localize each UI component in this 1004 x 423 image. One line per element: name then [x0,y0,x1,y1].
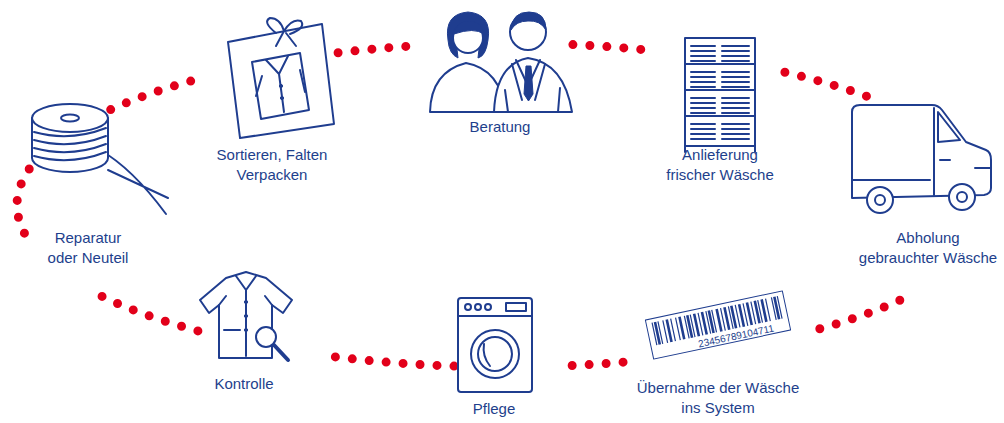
linen-cabinet-icon-part [691,46,749,61]
linen-cabinet-icon-part [685,38,755,146]
washing-machine-icon-part [471,330,519,378]
washing-machine-icon-part [458,315,532,317]
linen-cabinet-icon-part [691,124,749,139]
shirt-magnifier-icon-part [244,300,247,303]
consultation-icon-part [505,64,560,112]
dotted-connector [96,293,198,331]
step-label: Reparatur oder Neuteil [40,228,136,268]
shirt-magnifier-icon-part [244,328,247,331]
step-text: Reparatur oder Neuteil [40,228,136,268]
package-icon-part [252,53,309,119]
step-label: Sortieren, Falten Verpacken [206,145,338,185]
barcode-icon-part [645,291,790,359]
step-text: Pflege [473,399,516,419]
van-icon-part [949,184,975,210]
linen-cabinet-icon-part [691,72,749,87]
spool-icon [32,104,168,214]
package-icon [228,18,334,138]
package-icon-part [280,96,283,99]
washing-machine-icon-part [485,304,491,310]
barcode-number: 23456789104711 [697,323,775,350]
step-text: Beratung [470,117,531,137]
consultation-icon [430,12,572,112]
shirt-magnifier-icon-part [200,272,292,358]
step-label: Beratung [470,117,531,137]
van-icon-part [938,112,960,142]
step-text: Übernahme der Wäsche ins System [634,378,802,418]
shirt-magnifier-icon-part [274,345,288,360]
linen-cabinet-icon [685,38,755,152]
van-icon-part [852,105,991,198]
consultation-icon-part [454,21,484,34]
package-icon-part [279,84,282,87]
consultation-icon-part [524,66,533,101]
dotted-connector [785,72,868,96]
van-icon-part [875,195,885,205]
linen-cabinet-icon-part [691,98,749,113]
washing-machine-icon-part [465,304,471,310]
shirt-magnifier-icon-part [244,314,247,317]
shirt-magnifier-icon-part [256,327,276,347]
dotted-connector [338,45,420,52]
step-label: Kontrolle [214,374,273,394]
spool-icon-part [61,115,79,122]
linen-cabinet-icon-part [685,64,755,152]
step-label: Übernahme der Wäsche ins System [634,378,802,418]
dotted-connector [330,356,454,366]
step-text: Sortieren, Falten Verpacken [206,145,338,185]
step-label: Pflege [473,399,516,419]
van-icon-part [852,108,990,195]
dotted-connector [573,45,656,51]
dotted-connector [556,362,623,366]
dotted-connector [17,77,205,233]
shirt-magnifier-icon [200,272,292,360]
washing-machine-icon-part [475,304,481,310]
step-label: Abholung gebrauchter Wäsche [856,228,1000,268]
van-icon-part [957,192,967,202]
van-icon-part [867,187,893,213]
package-icon-part [256,56,305,112]
step-text: Abholung gebrauchter Wäsche [856,228,1000,268]
step-text: Anlieferung frischer Wäsche [658,145,783,185]
dotted-connector [805,300,899,332]
package-icon-part [267,18,302,46]
package-icon-part [228,24,334,138]
spool-icon-part [32,104,108,132]
washing-machine-icon-part [478,337,512,371]
barcode-icon [645,291,790,359]
consultation-icon-part [447,12,488,58]
step-text: Kontrolle [214,374,273,394]
washing-machine-icon-part [484,344,490,366]
washing-machine-icon-part [458,298,532,392]
spool-icon-part [100,150,168,214]
consultation-icon-part [511,12,546,30]
consultation-icon-part [494,58,572,112]
washing-machine-icon [458,298,532,392]
van-icon [852,105,991,213]
washing-machine-icon-part [506,303,526,311]
spool-icon-part [34,128,106,160]
step-label: Anlieferung frischer Wäsche [658,145,783,185]
